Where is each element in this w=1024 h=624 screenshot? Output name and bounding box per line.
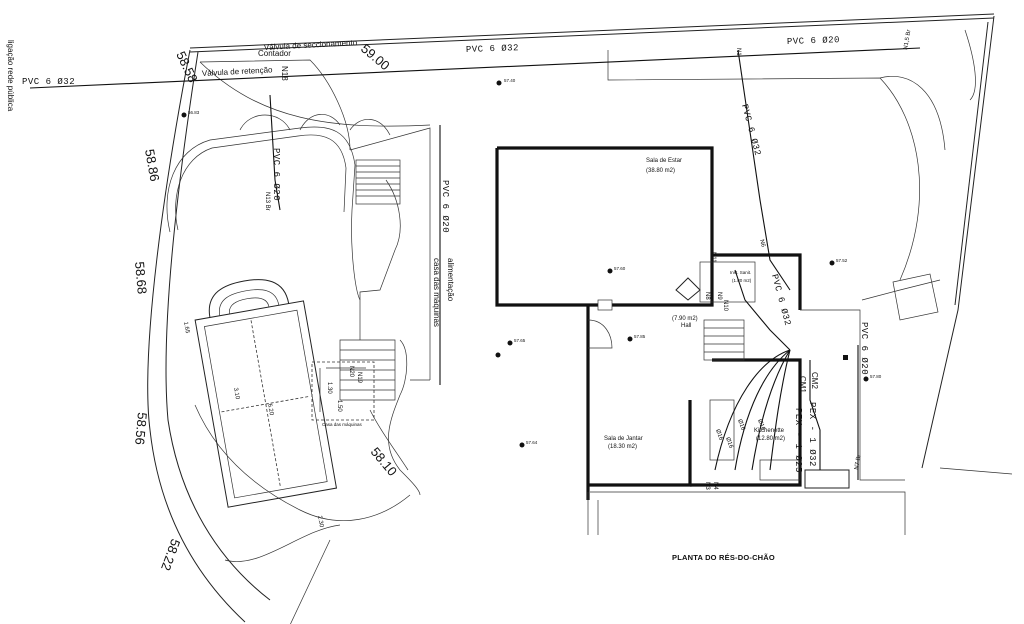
node-n18: N18 — [280, 66, 289, 81]
pool-pipe-label: PVC 6 Ø20 — [271, 148, 281, 201]
elevation-1: 58.58 — [173, 49, 200, 85]
machine-room-box — [311, 361, 375, 421]
node-n10: N10 — [722, 300, 728, 312]
machine-room-pipe-label: PVC 6 Ø20 — [440, 180, 450, 233]
main-pipe-label: PVC 6 Ø32 — [22, 77, 75, 87]
garden-paths — [166, 29, 976, 624]
pool-length-dim: 6.20 — [266, 403, 274, 416]
spot-level-8: 57.64 — [526, 440, 538, 445]
plan-labels: ligação rede pública PVC 6 Ø32 PVC 6 Ø32… — [6, 29, 913, 572]
exterior-stairs — [239, 114, 401, 401]
site-boundary — [147, 13, 1013, 623]
dining-room-area: (18.30 m2) — [608, 444, 637, 450]
node-n7: N7 Br — [854, 454, 863, 470]
pool-left-dim: 1.65 — [182, 321, 190, 334]
node-n19: N19 — [356, 372, 362, 384]
kitchenette-name: Kitchenette — [754, 428, 785, 434]
public-connection-label: ligação rede pública — [6, 40, 15, 112]
drawing-title: PLANTA DO RÉS-DO-CHÃO — [672, 553, 775, 562]
spot-level-4: 57.52 — [836, 258, 848, 263]
elevation-2: 58.86 — [142, 148, 162, 183]
spot-level-6: 57.65 — [514, 338, 526, 343]
kitchen-pipe-2: Ø16 — [724, 437, 734, 450]
stair-pipe-label: PVC 6 Ø32 — [769, 273, 792, 327]
section-valve-label: Válvula de seccionamento — [264, 38, 358, 52]
node-n4: N4 — [712, 482, 718, 490]
machine-room-name-label: casa das máquinas — [432, 258, 441, 327]
kitchen-right-pipe-label: PVC 6 Ø20 — [859, 322, 869, 375]
swimming-pool — [194, 279, 338, 508]
spot-level-3: 57.60 — [614, 266, 626, 271]
spot-level-5: 57.85 — [634, 334, 646, 339]
vertical-pipe-label: PVC 6 Ø32 — [739, 103, 762, 157]
elevation-3: 58.68 — [132, 261, 150, 295]
elevation-5: 58.22 — [158, 537, 183, 573]
wc-area: (1.80 m2) — [732, 278, 752, 283]
node-n9: N9 — [716, 292, 722, 300]
wc-name: Inst. Sanit. — [730, 270, 751, 275]
kitchen-pex-2-label: PEX - 1 Ø25 — [793, 408, 803, 473]
living-room-name: Sala de Estar — [646, 158, 682, 164]
pool-bottom-dim: 2.30 — [316, 515, 324, 528]
node-n20: N20 — [348, 366, 354, 378]
living-room-area: (38.80 m2) — [646, 168, 675, 174]
elevation-7: 58.10 — [368, 444, 400, 479]
pool-width-dim: 3.10 — [232, 387, 240, 400]
hall-name: Hall — [681, 323, 691, 329]
cm1-label: CM1 — [798, 376, 807, 393]
kitchen-pipe-1: Ø16 — [714, 429, 724, 442]
contador-label: Contador — [258, 49, 291, 58]
cm2-label: CM2 — [810, 372, 819, 389]
machine-h-dim: 1.50 — [336, 400, 342, 412]
water-pipes — [29, 47, 921, 480]
check-valve-label: Válvula de retenção — [202, 65, 274, 78]
branch-pipe-label: PVC 6 Ø20 — [787, 35, 840, 47]
spot-level-7: 57.80 — [870, 374, 882, 379]
kitchenette-area: (12.80 m2) — [756, 436, 785, 442]
dining-room-name: Sala de Jantar — [604, 436, 643, 442]
kitchen-pex-1-label: PEX - 1 Ø32 — [807, 402, 817, 467]
node-n1-5: N1,5 Br — [903, 29, 912, 50]
building-walls — [495, 146, 906, 535]
node-n3: N3 — [704, 482, 710, 490]
kitchen-pipe-4: Ø16 — [756, 419, 766, 432]
spot-level-2: 56.83 — [188, 110, 200, 115]
kitchen-pipe-3: Ø16 — [736, 419, 746, 432]
main-pipe-label-2: PVC 6 Ø32 — [466, 43, 519, 55]
spot-level-markers — [181, 80, 869, 448]
machine-w-dim: 1.30 — [326, 382, 332, 394]
machine-room-small-label: Casa das máquinas — [322, 422, 363, 427]
node-n13: N13 Br — [264, 192, 270, 211]
spot-level-1: 57.40 — [504, 78, 516, 83]
node-n11: N11 — [710, 252, 716, 263]
elevation-6: 59.00 — [358, 41, 393, 73]
hall-area: (7.90 m2) — [672, 316, 698, 322]
node-n8: N8 — [704, 292, 710, 300]
machine-room-feed-label: alimentação — [446, 258, 455, 302]
node-n6: N6 — [758, 239, 766, 249]
node-n1: N1 — [735, 48, 741, 56]
elevation-4: 58.56 — [132, 412, 150, 446]
